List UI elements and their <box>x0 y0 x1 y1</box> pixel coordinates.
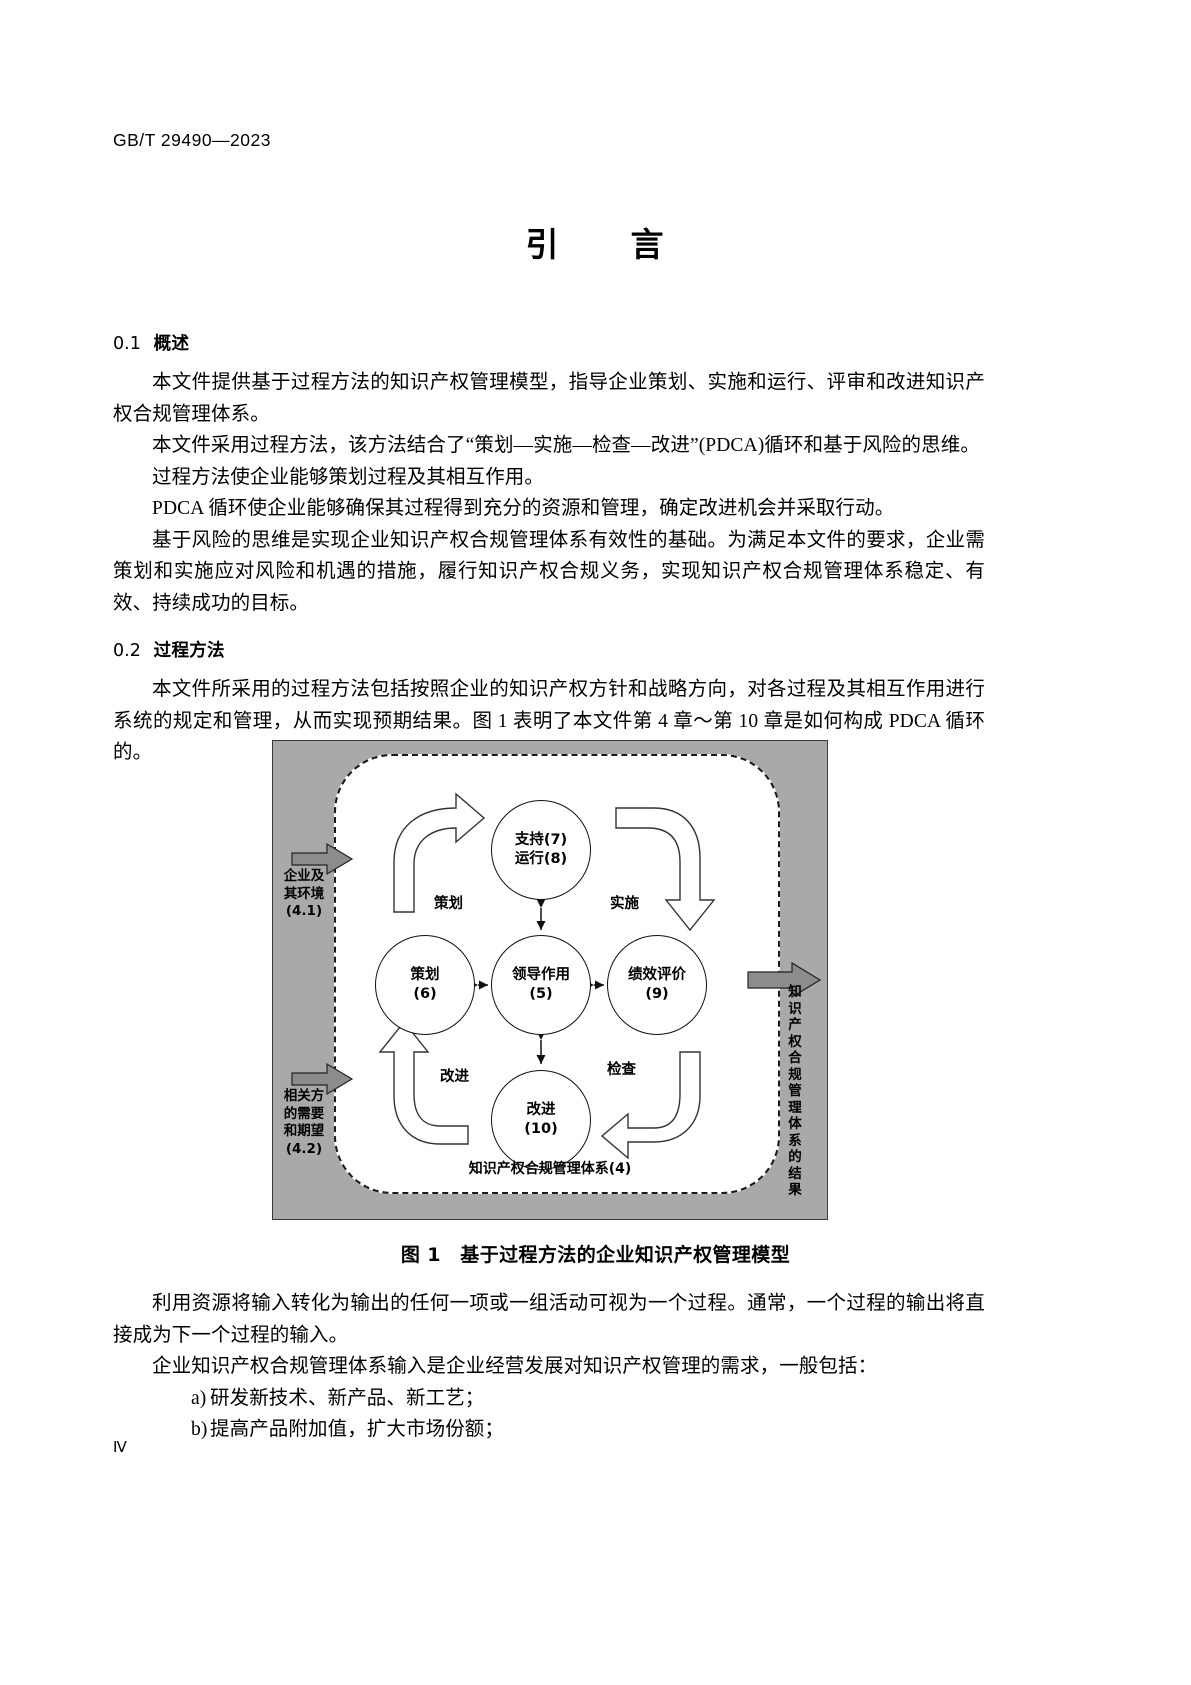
figure-caption: 图 1 基于过程方法的企业知识产权管理模型 <box>400 1244 791 1266</box>
after-figure-content: 利用资源将输入转化为输出的任何一项或一组活动可视为一个过程。通常，一个过程的输出… <box>113 1288 985 1446</box>
circle-line-1: 支持(7) <box>514 832 568 848</box>
circle-performance-evaluation: 绩效评价 (9) <box>607 935 707 1035</box>
circle-line-2: (9) <box>645 986 669 1002</box>
section-number: 0.1 <box>113 334 141 354</box>
circle-support-operation: 支持(7) 运行(8) <box>491 800 591 900</box>
paragraph: 本文件提供基于过程方法的知识产权管理模型，指导企业策划、实施和运行、评审和改进知… <box>113 372 985 425</box>
circle-line-1: 领导作用 <box>512 967 570 983</box>
circle-line-2: 运行(8) <box>514 851 568 867</box>
list-item: a)研发新技术、新产品、新工艺； <box>113 1383 985 1415</box>
list-item-label: b) <box>191 1419 208 1440</box>
output-label-result: 知识产权合规管理体系的结果 <box>788 984 802 1198</box>
paragraph: 本文件采用过程方法，该方法结合了“策划—实施—检查—改进”(PDCA)循环和基于… <box>152 435 980 456</box>
input-line-1: 企业及 <box>283 868 325 884</box>
section-heading-0-1: 0.1 概述 <box>113 330 985 355</box>
paragraph: 基于风险的思维是实现企业知识产权合规管理体系有效性的基础。为满足本文件的要求，企… <box>113 529 985 614</box>
list-item-text: 研发新技术、新产品、新工艺； <box>210 1387 485 1409</box>
circle-line-2: (5) <box>529 986 553 1002</box>
input-label-enterprise-context: 企业及 其环境 (4.1) <box>276 868 332 921</box>
label-plan: 策划 <box>434 896 463 912</box>
circle-planning: 策划 (6) <box>375 935 475 1035</box>
paragraph: 本文件所采用的过程方法包括按照企业的知识产权方针和战略方向，对各过程及其相互作用… <box>113 679 985 763</box>
list-item-label: a) <box>191 1387 207 1409</box>
page-number: Ⅳ <box>113 1440 127 1456</box>
section-spacer <box>113 619 985 637</box>
label-do: 实施 <box>610 896 639 912</box>
section-number: 0.2 <box>113 641 141 661</box>
figure-1: 支持(7) 运行(8) 策划 (6) 领导作用 (5) 绩效评价 (9) 改进 … <box>272 740 828 1220</box>
input-label-stakeholder-needs: 相关方 的需要 和期望 (4.2) <box>276 1088 332 1158</box>
circle-leadership: 领导作用 (5) <box>491 935 591 1035</box>
paragraph: 过程方法使企业能够策划过程及其相互作用。 <box>152 466 545 488</box>
section-title: 概述 <box>153 334 190 354</box>
label-act: 改进 <box>440 1069 469 1085</box>
page-title: 引 言 <box>525 225 666 264</box>
input-line-2: 的需要 <box>283 1105 325 1122</box>
list-item: b)提高产品附加值，扩大市场份额； <box>113 1414 985 1446</box>
paragraph: PDCA 循环使企业能够确保其过程得到充分的资源和管理，确定改进机会并采取行动。 <box>152 498 895 519</box>
input-line-1: 相关方 <box>283 1088 325 1104</box>
circle-line-1: 策划 <box>410 967 440 983</box>
circle-line-2: (6) <box>413 986 437 1002</box>
label-check: 检查 <box>607 1062 636 1078</box>
circle-improvement: 改进 (10) <box>491 1070 591 1170</box>
paragraph: 企业知识产权合规管理体系输入是企业经营发展对知识产权管理的需求，一般包括： <box>152 1356 878 1377</box>
section-heading-0-2: 0.2 过程方法 <box>113 637 985 662</box>
circle-line-2: (10) <box>524 1121 558 1137</box>
input-line-3: (4.1) <box>285 903 323 919</box>
paragraph: 利用资源将输入转化为输出的任何一项或一组活动可视为一个过程。通常，一个过程的输出… <box>113 1293 985 1346</box>
running-header: GB/T 29490—2023 <box>113 130 271 151</box>
standard-number: GB/T 29490—2023 <box>113 130 271 150</box>
circle-line-1: 绩效评价 <box>628 967 686 983</box>
input-line-2: 其环境 <box>283 885 325 902</box>
circle-line-1: 改进 <box>526 1102 556 1118</box>
label-system-boundary: 知识产权合规管理体系(4) <box>468 1161 632 1177</box>
input-line-3: 和期望 <box>283 1123 325 1139</box>
input-line-4: (4.2) <box>285 1140 323 1157</box>
list-item-text: 提高产品附加值，扩大市场份额； <box>210 1419 505 1440</box>
body-content: 0.1 概述 本文件提供基于过程方法的知识产权管理模型，指导企业策划、实施和运行… <box>113 330 985 769</box>
section-title: 过程方法 <box>153 641 225 661</box>
